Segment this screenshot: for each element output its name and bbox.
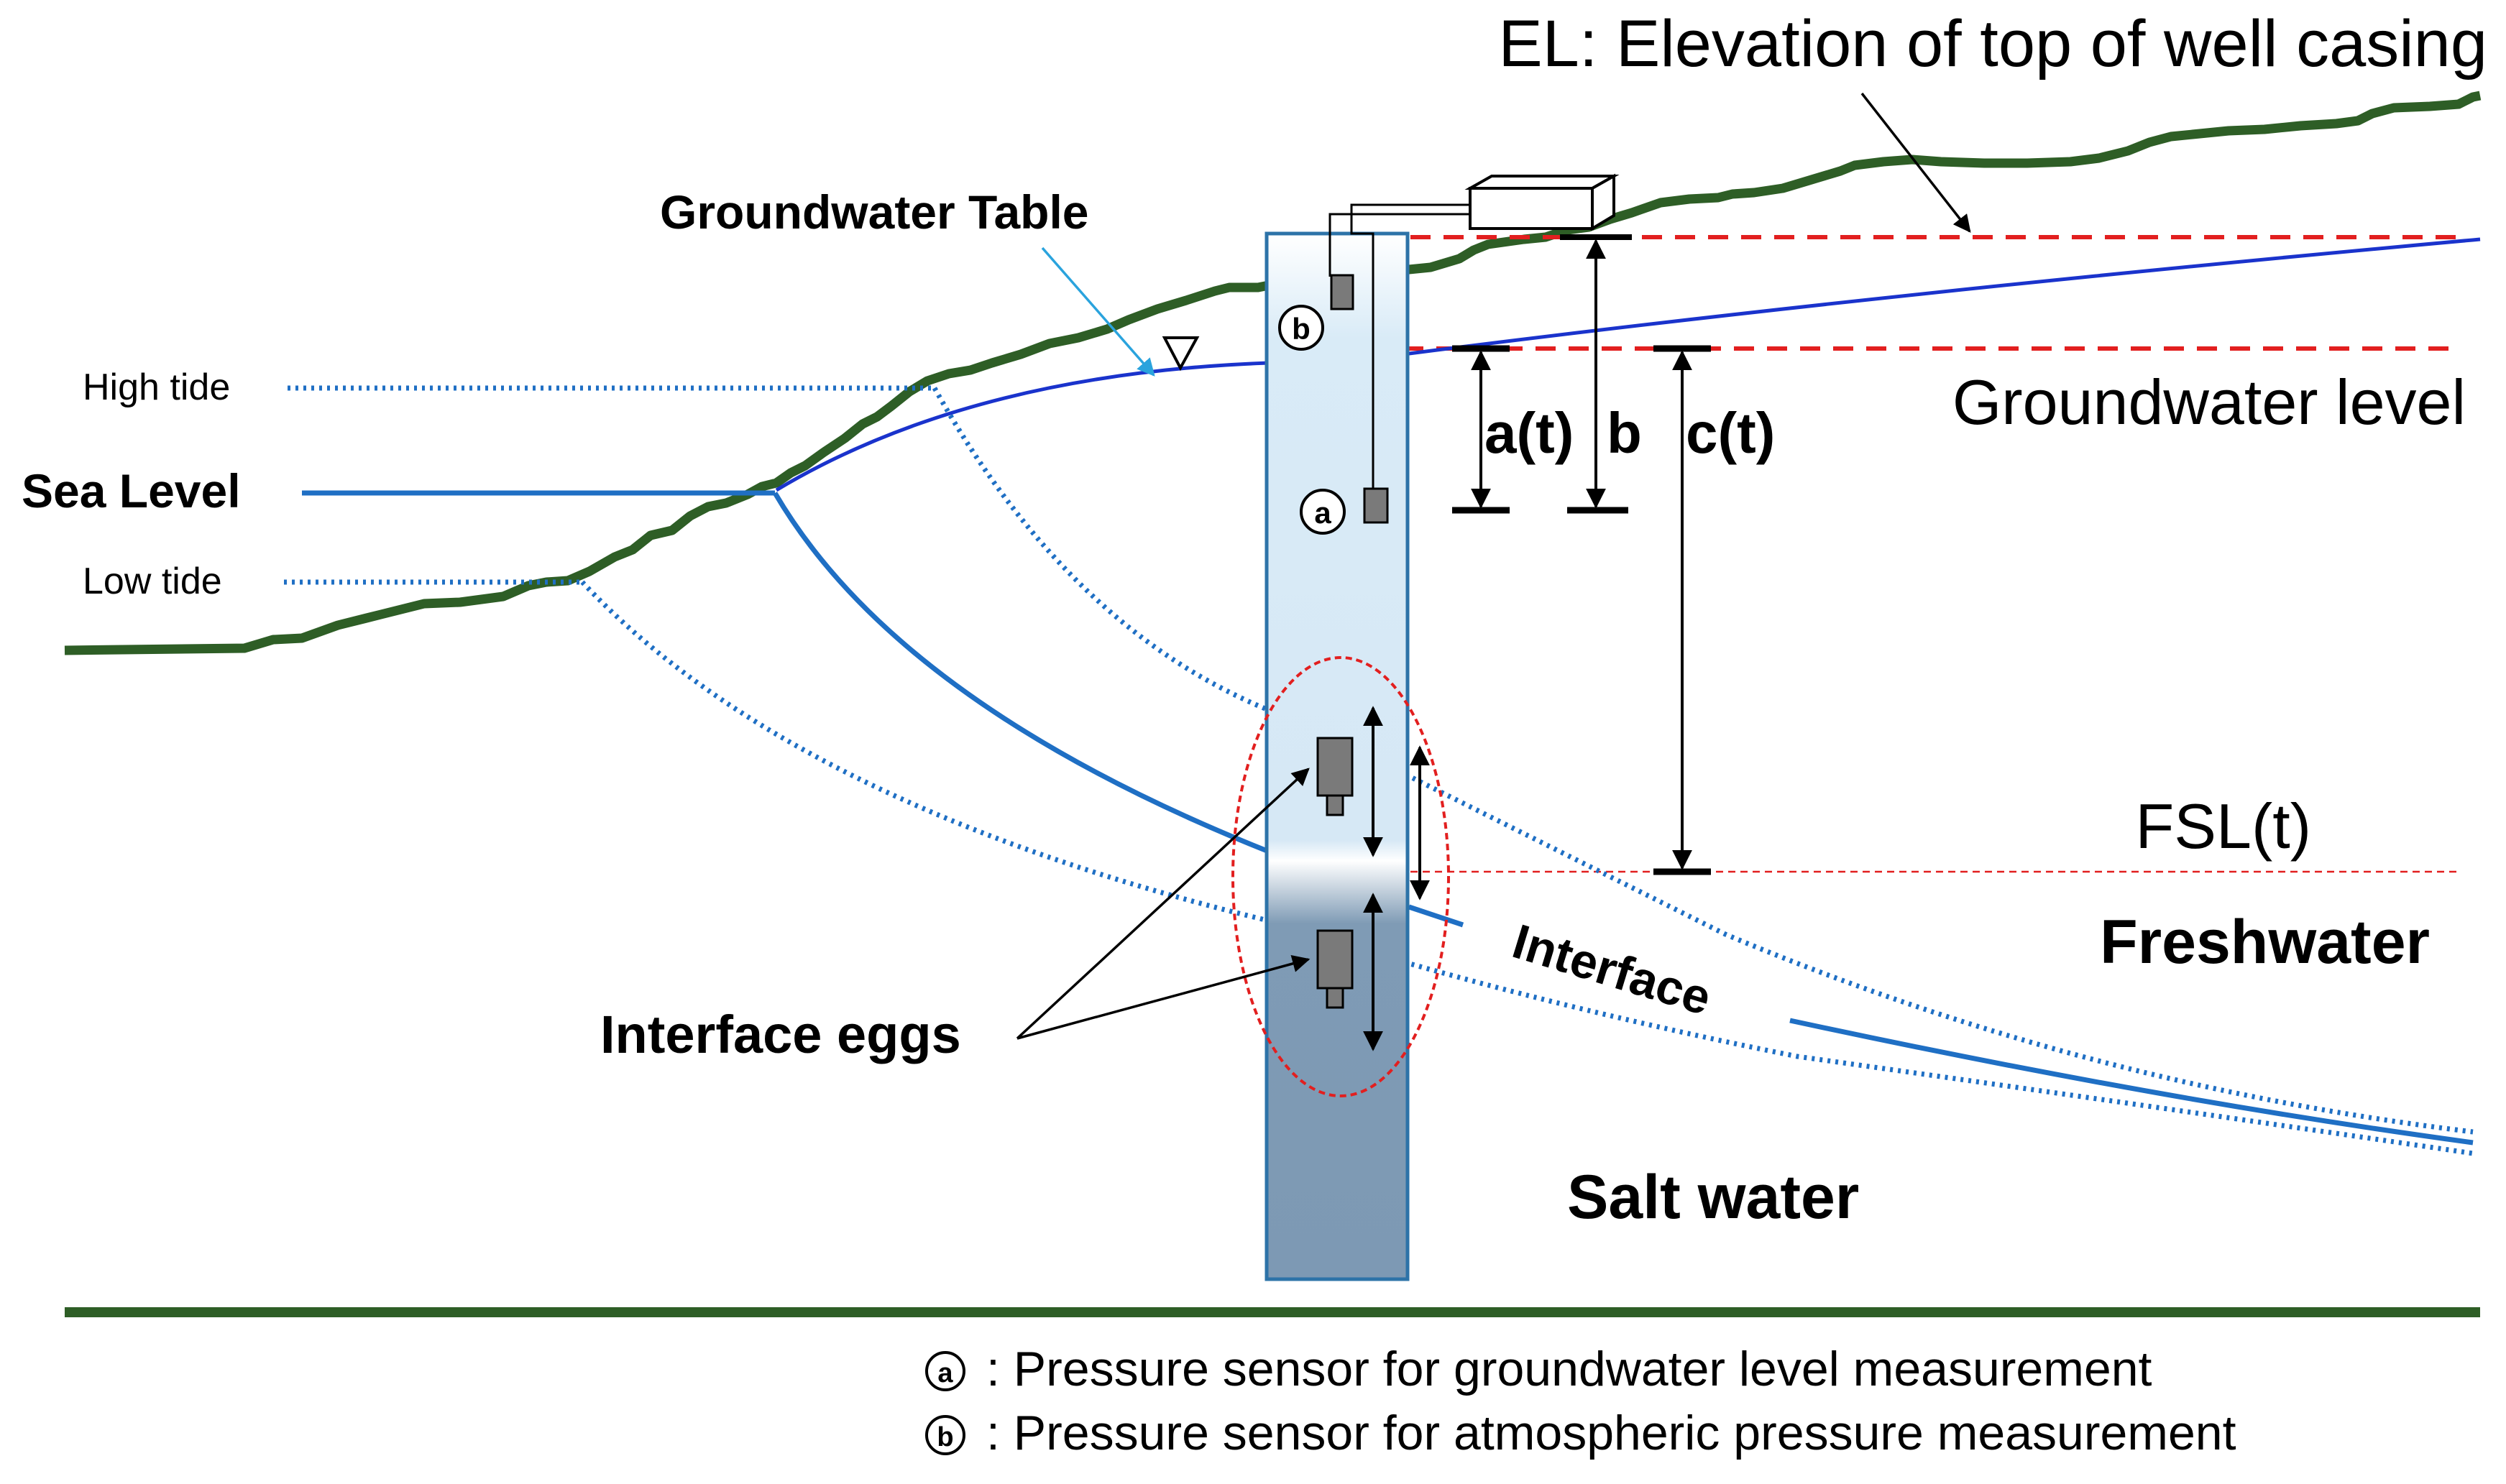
sensor-b — [1330, 274, 1354, 310]
sensor-b-symbol — [1278, 305, 1324, 351]
el-pointer-arrow — [1860, 92, 1971, 233]
salt-water-label: Salt water — [1567, 1163, 1859, 1232]
legend-a-symbol — [925, 1351, 965, 1391]
sensor-a-symbol — [1300, 489, 1346, 535]
water-table-symbol — [1162, 336, 1200, 372]
mean-interface-curve — [772, 492, 1270, 854]
interface-eggs-pointer-upper — [1016, 768, 1310, 1040]
el-label: EL: Elevation of top of well casing — [1498, 7, 2487, 80]
interface-egg-upper — [1316, 737, 1354, 816]
high-tide-label: High tide — [83, 367, 230, 408]
interface-eggs-pointer-lower — [1016, 954, 1311, 1040]
groundwater-table-pointer — [1041, 246, 1155, 377]
interface-eggs-label: Interface eggs — [600, 1005, 961, 1064]
legend-a-symbol-text: a — [937, 1358, 953, 1388]
sensor-a-cable — [1350, 203, 1470, 489]
fsl-label: FSL(t) — [2136, 791, 2311, 862]
groundwater-table-label: Groundwater Table — [660, 185, 1089, 239]
sea-level-label: Sea Level — [22, 464, 241, 517]
mean-interface-curve-segment — [1408, 904, 1464, 928]
sensor-b-symbol-text: b — [1292, 312, 1311, 346]
legend-a-text: : Pressure sensor for groundwater level … — [986, 1342, 2152, 1396]
sensor-a-symbol-text: a — [1314, 496, 1331, 530]
mean-interface-curve-far — [1789, 1018, 2474, 1146]
legend-b-text: : Pressure sensor for atmospheric pressu… — [986, 1406, 2236, 1460]
legend-b-symbol-text: b — [937, 1422, 953, 1452]
legend: a : Pressure sensor for groundwater leve… — [925, 1342, 2236, 1460]
interface-label: Interface — [1507, 914, 1717, 1026]
freshwater-label: Freshwater — [2100, 908, 2430, 977]
interface-egg-lower — [1316, 929, 1354, 1009]
c-t-label: c(t) — [1686, 401, 1775, 465]
groundwater-level-label: Groundwater level — [1952, 367, 2466, 438]
high-tide-interface-curve — [932, 387, 2474, 1135]
interface-eggs-highlight — [1231, 656, 1450, 1097]
low-tide-interface-curve — [580, 580, 2474, 1156]
b-label: b — [1607, 401, 1642, 465]
low-tide-label: Low tide — [83, 561, 222, 602]
a-t-label: a(t) — [1484, 401, 1574, 465]
sensor-a — [1363, 487, 1389, 524]
groundwater-table-curve — [775, 237, 2481, 492]
data-logger — [1464, 173, 1620, 231]
sensor-b-cable — [1328, 213, 1470, 277]
legend-b-symbol — [925, 1415, 965, 1455]
